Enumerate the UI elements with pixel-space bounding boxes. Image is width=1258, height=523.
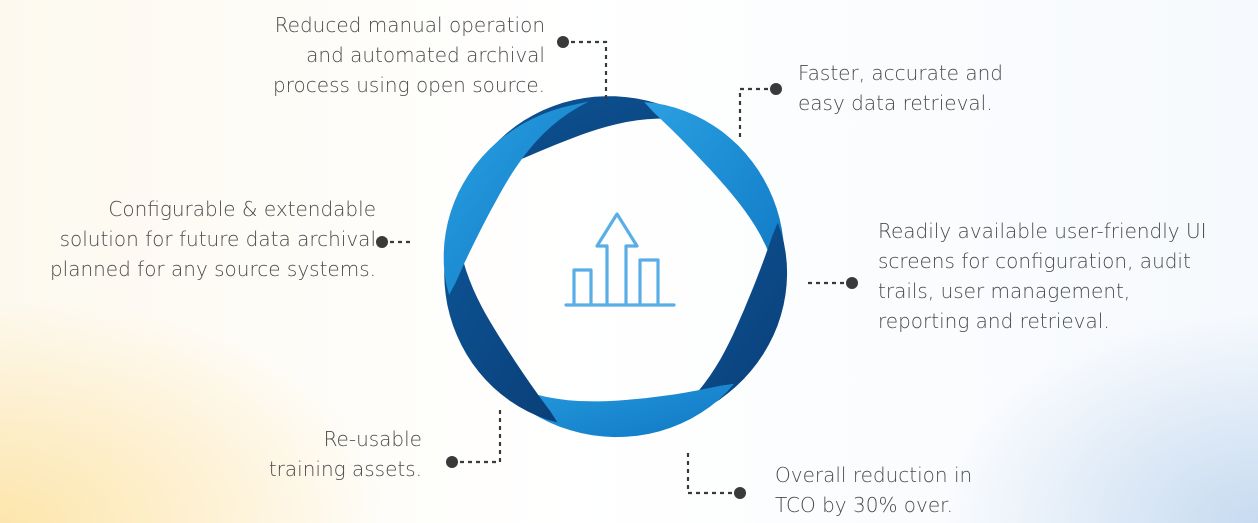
- ring-blade: [484, 370, 735, 438]
- callout-middle-right: Readily available user-friendly UI scree…: [878, 216, 1207, 336]
- connector-top-left: [563, 40, 608, 104]
- callout-line: process using open source.: [273, 73, 545, 97]
- callout-line: Configurable & extendable: [108, 197, 376, 221]
- callout-top-left: Reduced manual operation and automated a…: [273, 10, 545, 100]
- callout-line: and automated archival: [306, 43, 545, 67]
- callout-line: easy data retrieval.: [798, 91, 993, 115]
- ring-blade: [469, 96, 702, 183]
- connector-top-right: [738, 87, 776, 140]
- callout-line: Re-usable: [323, 427, 422, 451]
- callout-line: solution for future data archival: [59, 227, 376, 251]
- callout-line: Overall reduction in: [775, 463, 973, 487]
- callout-bottom-left: Re-usable training assets.: [269, 424, 422, 484]
- callout-line: reporting and retrieval.: [878, 309, 1110, 333]
- connector-dot: [446, 456, 458, 468]
- swirl-ring: [443, 96, 788, 438]
- callout-line: TCO by 30% over.: [775, 493, 953, 517]
- callout-bottom-right: Overall reduction in TCO by 30% over.: [775, 460, 972, 520]
- bar-growth-arrow-icon: [564, 212, 676, 307]
- callout-line: planned for any source systems.: [49, 257, 376, 281]
- connector-bottom-left: [452, 408, 502, 464]
- callout-line: training assets.: [268, 457, 422, 481]
- callout-line: Faster, accurate and: [798, 61, 1003, 85]
- callout-line: screens for configuration, audit: [878, 249, 1191, 273]
- connector-dot: [846, 277, 858, 289]
- ring-blade: [443, 101, 589, 295]
- connector-dot: [770, 83, 782, 95]
- ring-blade: [644, 102, 785, 298]
- connector-dot: [376, 236, 388, 248]
- callout-top-right: Faster, accurate and easy data retrieval…: [798, 58, 1003, 118]
- connector-bottom-right: [686, 450, 740, 495]
- callout-line: Readily available user-friendly UI: [878, 219, 1207, 243]
- callout-line: Reduced manual operation: [274, 13, 545, 37]
- callout-line: trails, user management,: [878, 279, 1131, 303]
- callout-middle-left: Configurable & extendable solution for f…: [50, 194, 376, 284]
- connector-dot: [734, 487, 746, 499]
- connector-dot: [557, 36, 569, 48]
